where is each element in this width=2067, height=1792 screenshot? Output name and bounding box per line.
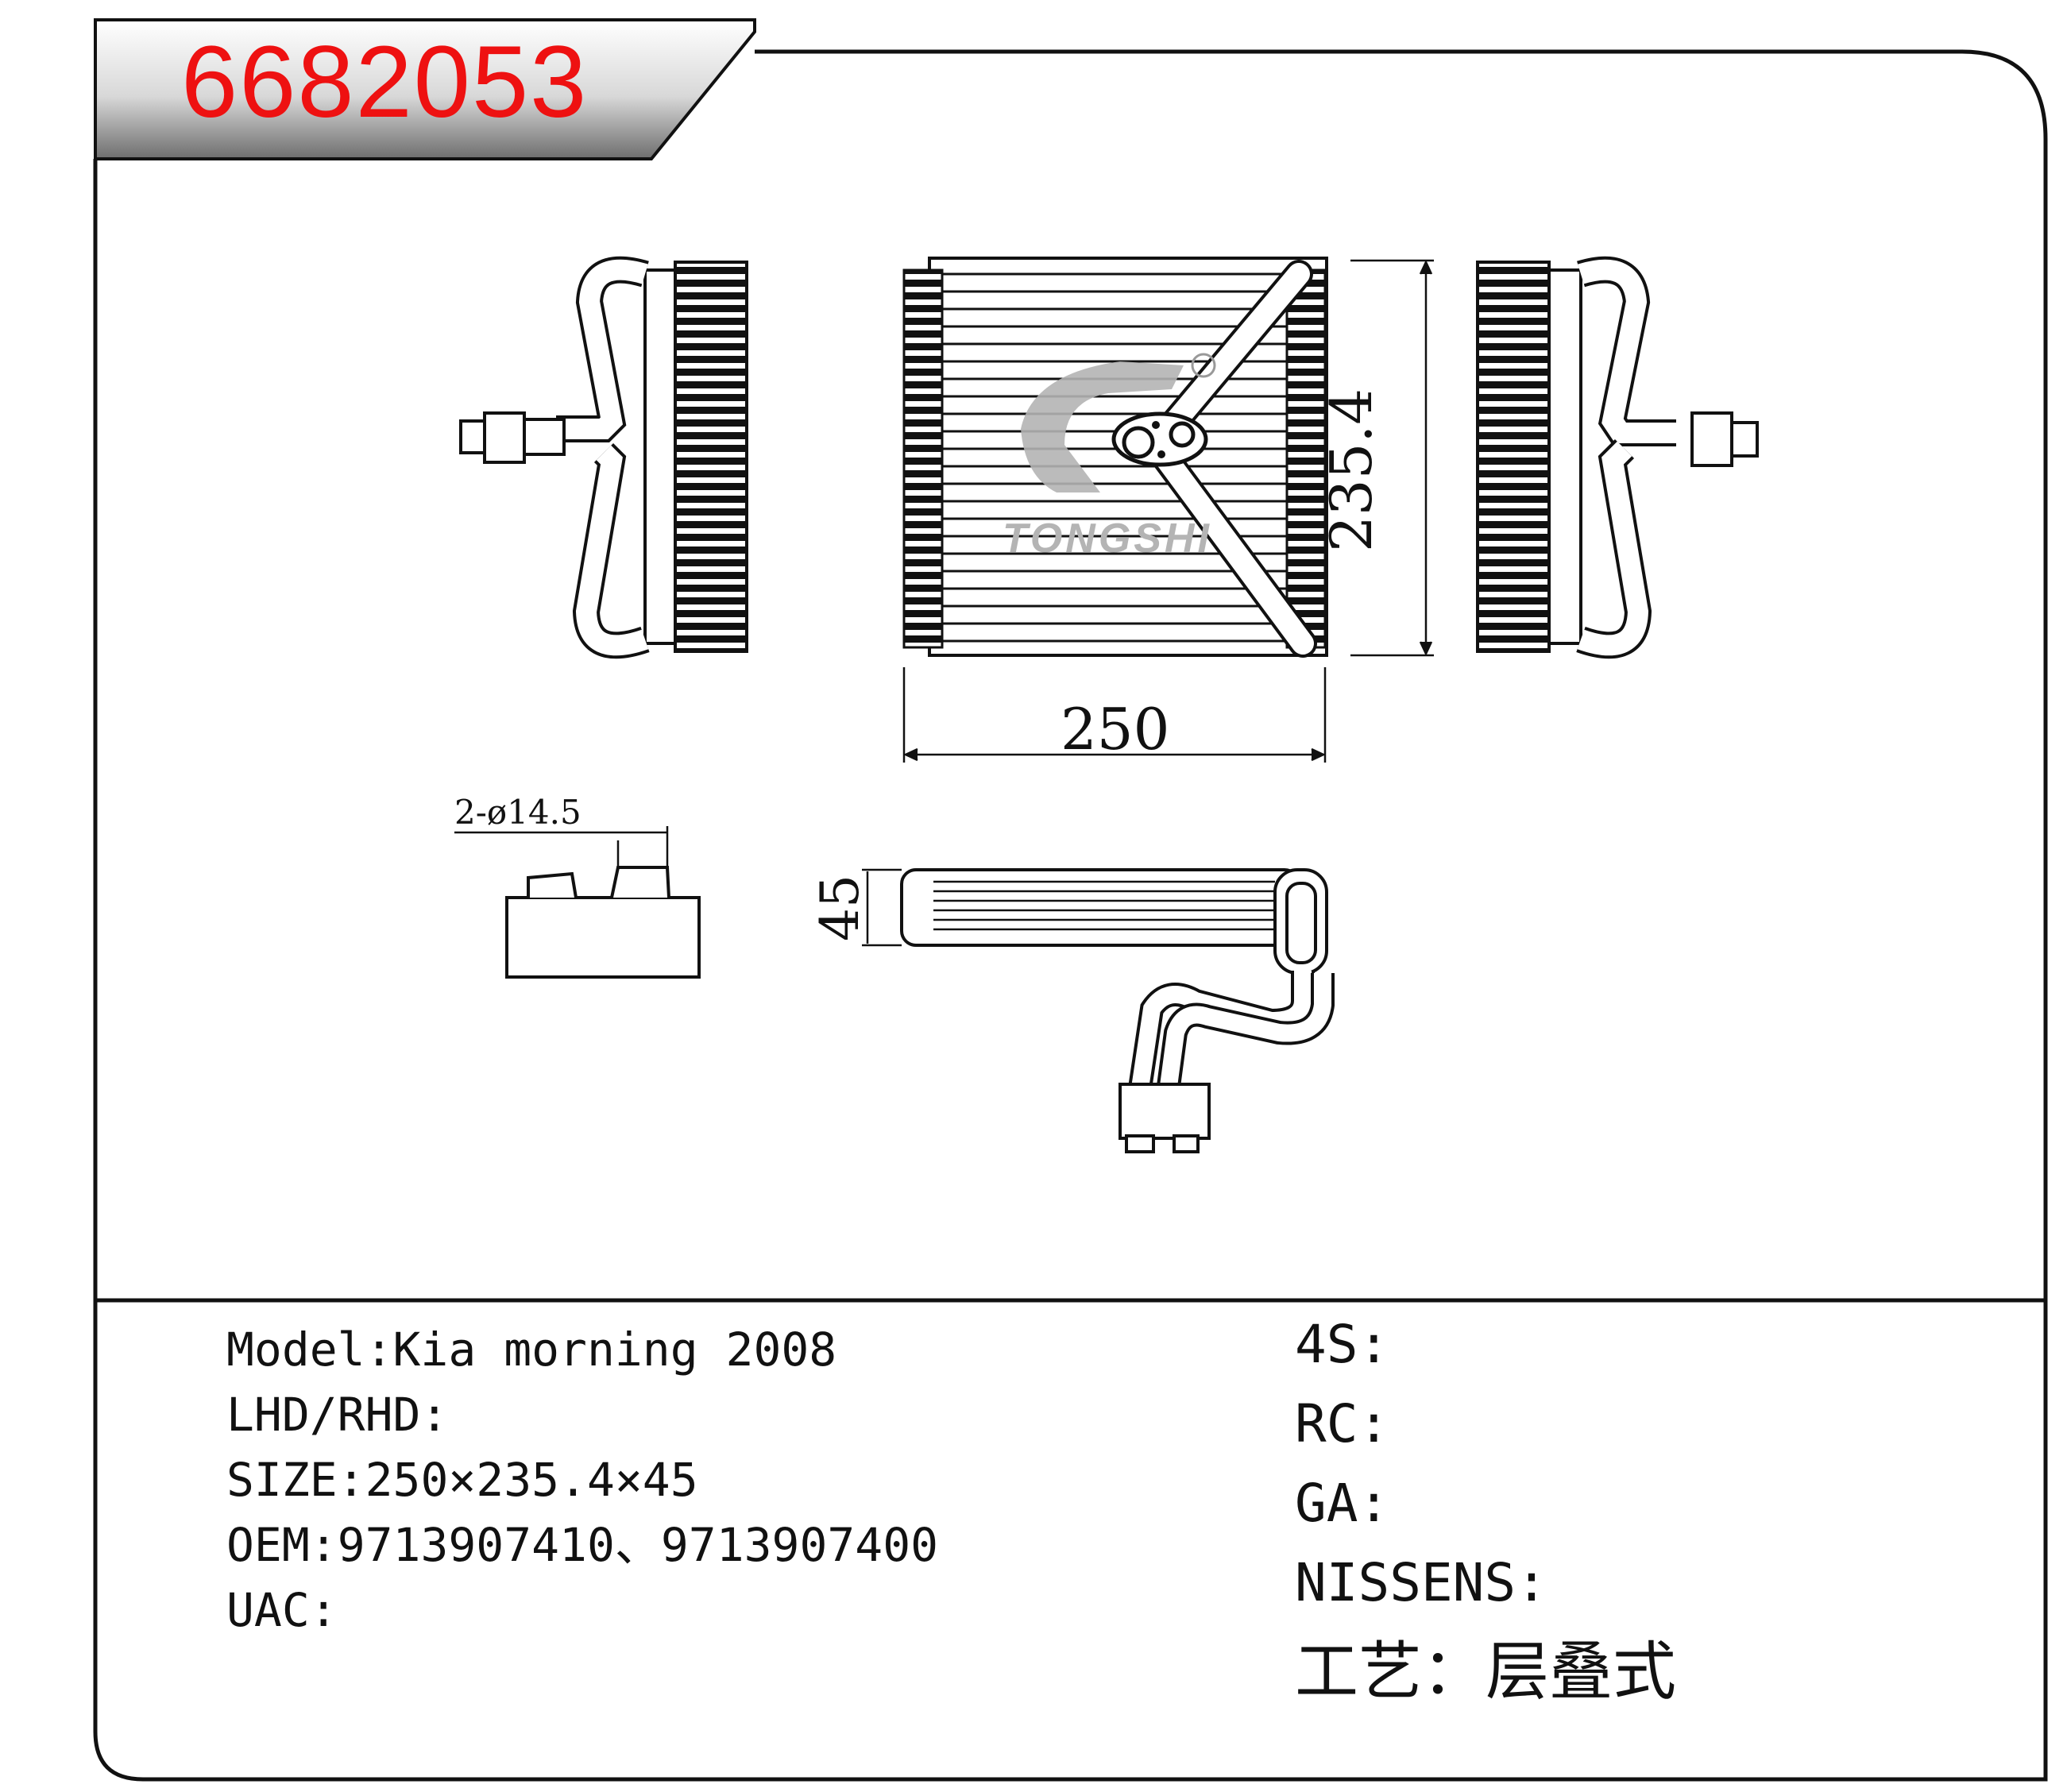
front-view: [902, 257, 1328, 658]
spec-model-value: Kia morning 2008: [392, 1323, 837, 1377]
spec-4s-label: 4S:: [1295, 1314, 1390, 1375]
title-tab: [94, 18, 756, 160]
spec-uac-label: UAC:: [226, 1583, 338, 1637]
spec-rc-label: RC:: [1295, 1393, 1390, 1454]
spec-lhd-rhd: LHD/RHD:: [226, 1392, 448, 1438]
spec-nissens-label: NISSENS:: [1295, 1552, 1547, 1613]
top-view: [862, 868, 1335, 1153]
spec-process: 工艺：层叠式: [1295, 1640, 1676, 1704]
dim-depth: 45: [809, 875, 871, 941]
brand-watermark: TONGSHI: [1003, 516, 1212, 562]
spec-lhd-rhd-label: LHD/RHD:: [226, 1388, 449, 1442]
spec-model: Model:Kia morning 2008: [226, 1327, 836, 1373]
dimension-lines: [902, 259, 1434, 763]
spec-size-value: 250×235.4×45: [365, 1453, 698, 1507]
spec-uac: UAC:: [226, 1587, 338, 1633]
spec-process-value: 层叠式: [1486, 1635, 1676, 1709]
outer-frame: [93, 49, 2048, 1782]
spec-4s: 4S:: [1295, 1319, 1389, 1371]
dim-width: 250: [1061, 696, 1170, 763]
spec-ga-label: GA:: [1295, 1473, 1390, 1534]
spec-size-label: SIZE:: [226, 1453, 365, 1507]
part-number: 6682053: [181, 25, 589, 139]
spec-size: SIZE:250×235.4×45: [226, 1457, 698, 1503]
dim-height: 235.4: [1318, 388, 1385, 552]
dim-pipe-diameter: 2-ø14.5: [454, 793, 581, 832]
spec-oem: OEM:9713907410、9713907400: [226, 1522, 938, 1568]
left-side-view: [459, 256, 748, 659]
spec-oem-value: 9713907410、9713907400: [337, 1518, 939, 1572]
right-side-view: [1476, 256, 1759, 659]
spec-process-label: 工艺：: [1295, 1635, 1486, 1709]
spec-oem-label: OEM:: [226, 1518, 338, 1572]
spec-ga: GA:: [1295, 1477, 1389, 1530]
spec-model-label: Model:: [226, 1323, 393, 1377]
fitting-detail: [454, 826, 701, 979]
spec-nissens: NISSENS:: [1295, 1557, 1547, 1609]
spec-rc: RC:: [1295, 1398, 1389, 1450]
